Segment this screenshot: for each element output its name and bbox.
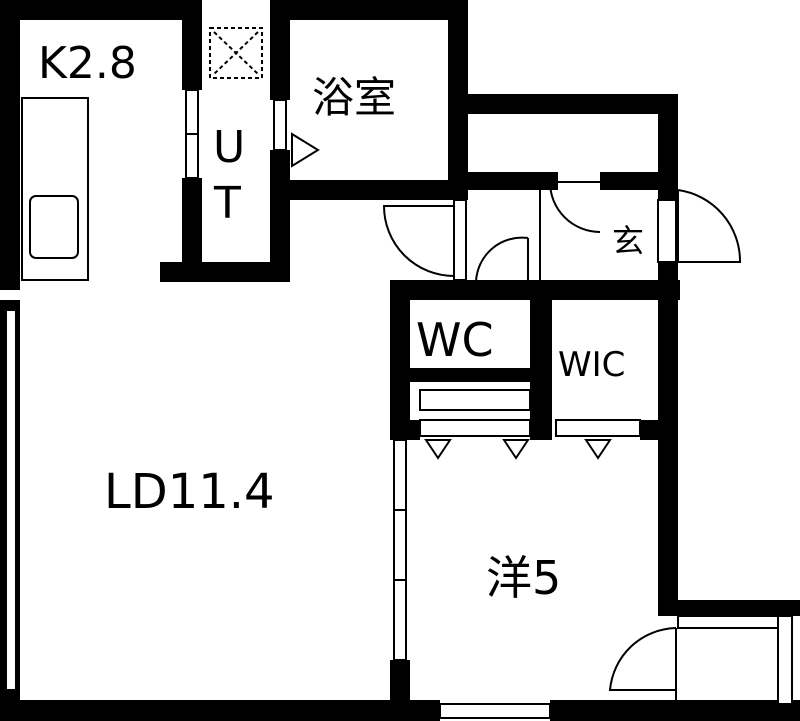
western-room-label: 洋5 — [486, 551, 561, 605]
closet-label: WIC — [558, 345, 625, 385]
kitchen-counter — [21, 97, 89, 281]
utility-label-t: T — [213, 178, 241, 229]
kitchen-label: K2.8 — [38, 38, 137, 89]
fixtures — [21, 27, 612, 460]
kitchen-sink — [29, 195, 79, 259]
door-swings — [382, 181, 742, 700]
living-dining-label: LD11.4 — [104, 464, 275, 520]
toilet-label: WC — [416, 313, 494, 367]
utility-label-u: U — [213, 122, 245, 173]
entrance-label: 玄 — [612, 222, 644, 260]
washer-pan — [209, 27, 263, 79]
bath-door-marker — [291, 132, 320, 168]
bathroom-label: 浴室 — [312, 73, 396, 122]
windows — [5, 89, 793, 719]
